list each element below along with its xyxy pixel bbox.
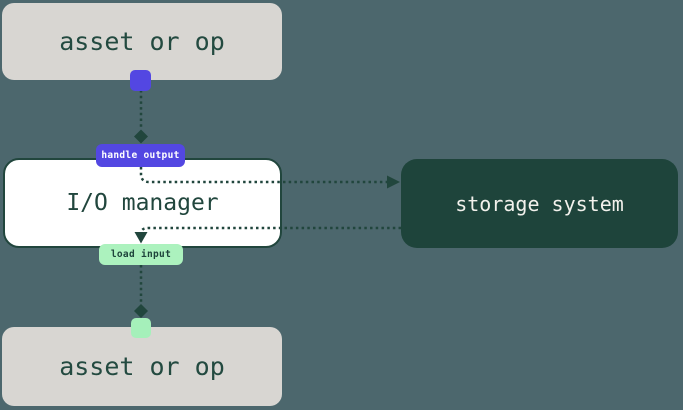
node-storage-system: storage system [401, 159, 678, 248]
node-io-manager: I/O manager [3, 158, 282, 248]
node-asset-or-op-bottom-label: asset or op [59, 352, 225, 381]
diamond-terminal-icon-bottom [134, 304, 148, 318]
node-storage-system-label: storage system [455, 191, 624, 216]
node-asset-or-op-top-label: asset or op [59, 27, 225, 56]
node-io-manager-label: I/O manager [66, 190, 219, 216]
handle-output-badge-label: handle output [101, 150, 180, 161]
load-input-badge: load input [99, 244, 183, 265]
handle-output-badge: handle output [96, 144, 185, 167]
output-handle-square [130, 70, 151, 91]
node-asset-or-op-top: asset or op [2, 3, 282, 80]
diamond-terminal-icon-top [134, 129, 148, 144]
arrowhead-right-icon [387, 175, 400, 189]
input-handle-square [131, 318, 151, 338]
node-asset-or-op-bottom: asset or op [2, 327, 282, 406]
load-input-badge-label: load input [110, 249, 172, 260]
